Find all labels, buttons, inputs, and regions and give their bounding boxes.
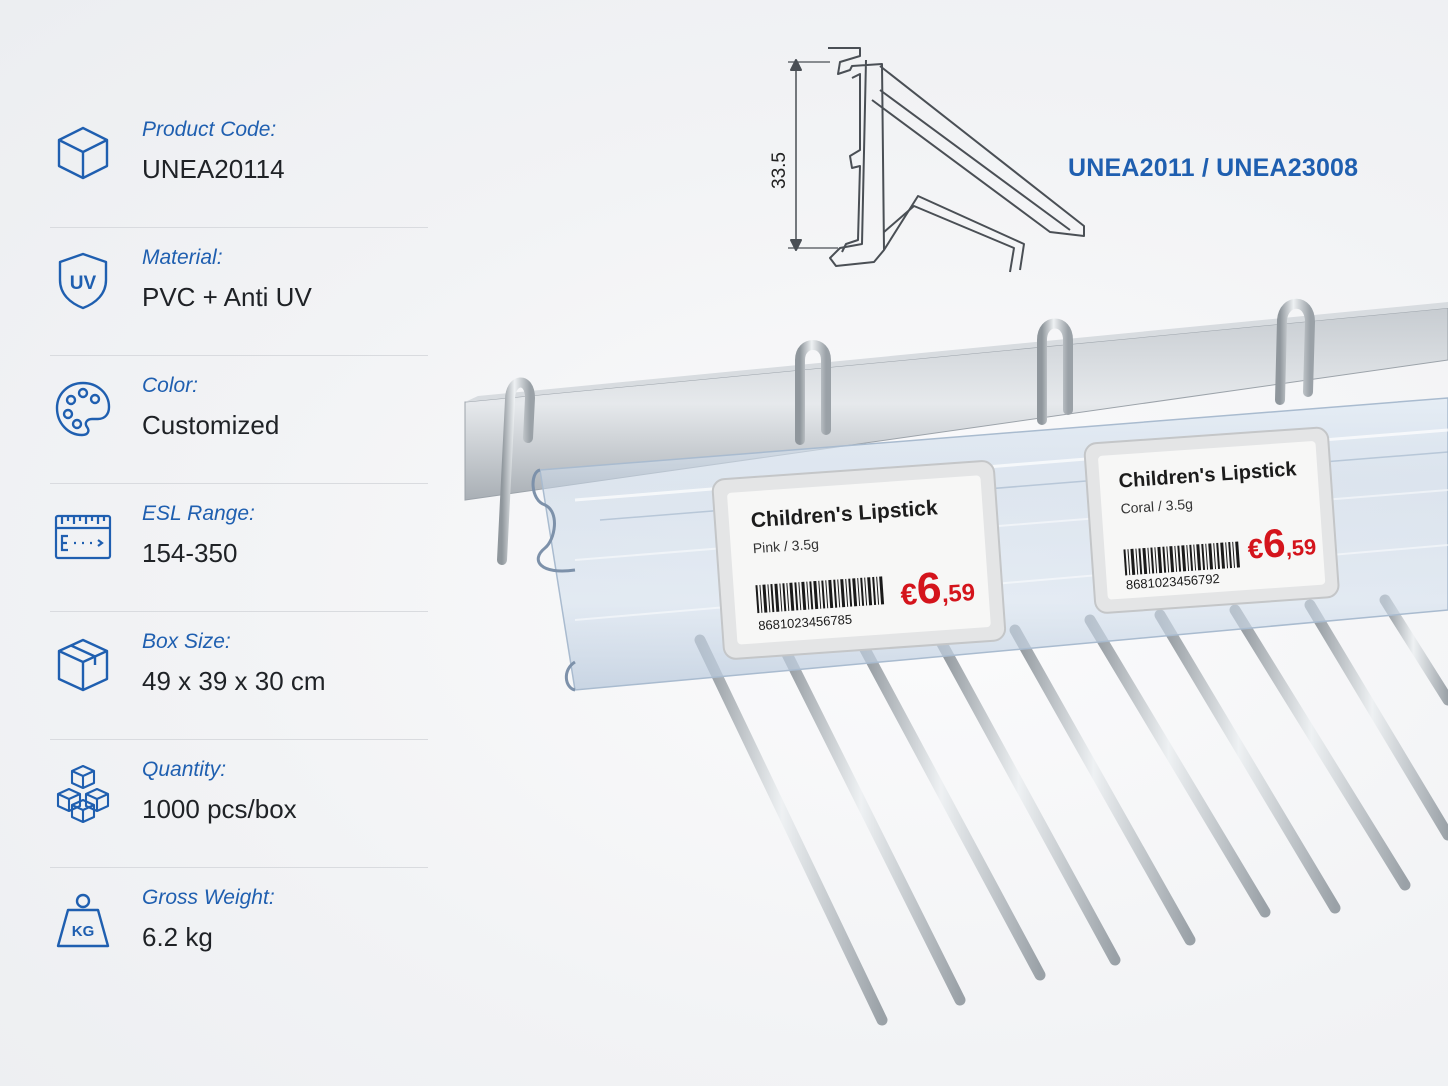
esl-ruler-icon bbox=[50, 504, 116, 570]
spec-quantity: Quantity: 1000 pcs/box bbox=[50, 740, 428, 868]
cube-icon bbox=[50, 120, 116, 186]
palette-icon bbox=[50, 376, 116, 442]
spec-gross-weight: KG Gross Weight: 6.2 kg bbox=[50, 868, 428, 996]
barcode bbox=[1123, 541, 1240, 576]
spec-value: UNEA20114 bbox=[142, 154, 285, 184]
price-currency: € bbox=[1247, 533, 1265, 565]
spec-value: 154-350 bbox=[142, 538, 238, 568]
model-codes: UNEA2011 / UNEA23008 bbox=[1068, 154, 1359, 182]
esl-variant: Pink / 3.5g bbox=[752, 536, 819, 557]
spec-value: PVC + Anti UV bbox=[142, 282, 312, 312]
dimension-label: 33.5 bbox=[769, 152, 790, 189]
spec-color: Color: Customized bbox=[50, 356, 428, 484]
kg-icon-text: KG bbox=[72, 923, 95, 940]
spec-label: Material: bbox=[142, 246, 223, 269]
barcode-number: 8681023456785 bbox=[758, 612, 853, 634]
spec-label: Gross Weight: bbox=[142, 886, 275, 909]
spec-label: Quantity: bbox=[142, 758, 227, 781]
spec-label: Product Code: bbox=[142, 118, 277, 141]
stacked-boxes-icon bbox=[50, 760, 116, 826]
price-main: 6 bbox=[915, 563, 943, 614]
spec-value: 6.2 kg bbox=[142, 922, 213, 952]
spec-box-size: Box Size: 49 x 39 x 30 cm bbox=[50, 612, 428, 740]
spec-value: Customized bbox=[142, 410, 280, 440]
metal-rail bbox=[464, 298, 1448, 565]
uv-icon-text: UV bbox=[70, 273, 97, 294]
spec-material: UV Material: PVC + Anti UV bbox=[50, 228, 428, 356]
esl-variant: Coral / 3.5g bbox=[1120, 496, 1193, 517]
price-cents: ,59 bbox=[1285, 534, 1317, 561]
profile-cross-section bbox=[788, 47, 1085, 273]
esl-tag: Children's Lipstick Coral / 3.5g 8681023… bbox=[1083, 426, 1340, 614]
barcode-number: 8681023456792 bbox=[1125, 571, 1220, 593]
spec-esl-range: ESL Range: 154-350 bbox=[50, 484, 428, 612]
barcode bbox=[755, 576, 885, 614]
price-cents: ,59 bbox=[941, 579, 976, 608]
spec-product-code: Product Code: UNEA20114 bbox=[50, 100, 428, 228]
shelf-rods bbox=[694, 594, 1448, 1026]
uv-shield-icon: UV bbox=[50, 248, 116, 314]
spec-label: Color: bbox=[142, 374, 199, 397]
spec-value: 49 x 39 x 30 cm bbox=[142, 666, 326, 696]
price-main: 6 bbox=[1262, 521, 1287, 566]
box-icon bbox=[50, 632, 116, 698]
svg-text:€6,59: €6,59 bbox=[898, 561, 976, 615]
spec-value: 1000 pcs/box bbox=[142, 794, 297, 824]
price-currency: € bbox=[899, 578, 918, 612]
svg-text:€6,59: €6,59 bbox=[1246, 519, 1317, 568]
spec-label: ESL Range: bbox=[142, 502, 255, 525]
weight-icon: KG bbox=[50, 888, 116, 954]
esl-tag: Children's Lipstick Pink / 3.5g 86810234… bbox=[711, 460, 1007, 660]
spec-list: Product Code: UNEA20114 UV Material: PVC… bbox=[50, 100, 428, 996]
spec-label: Box Size: bbox=[142, 630, 231, 653]
